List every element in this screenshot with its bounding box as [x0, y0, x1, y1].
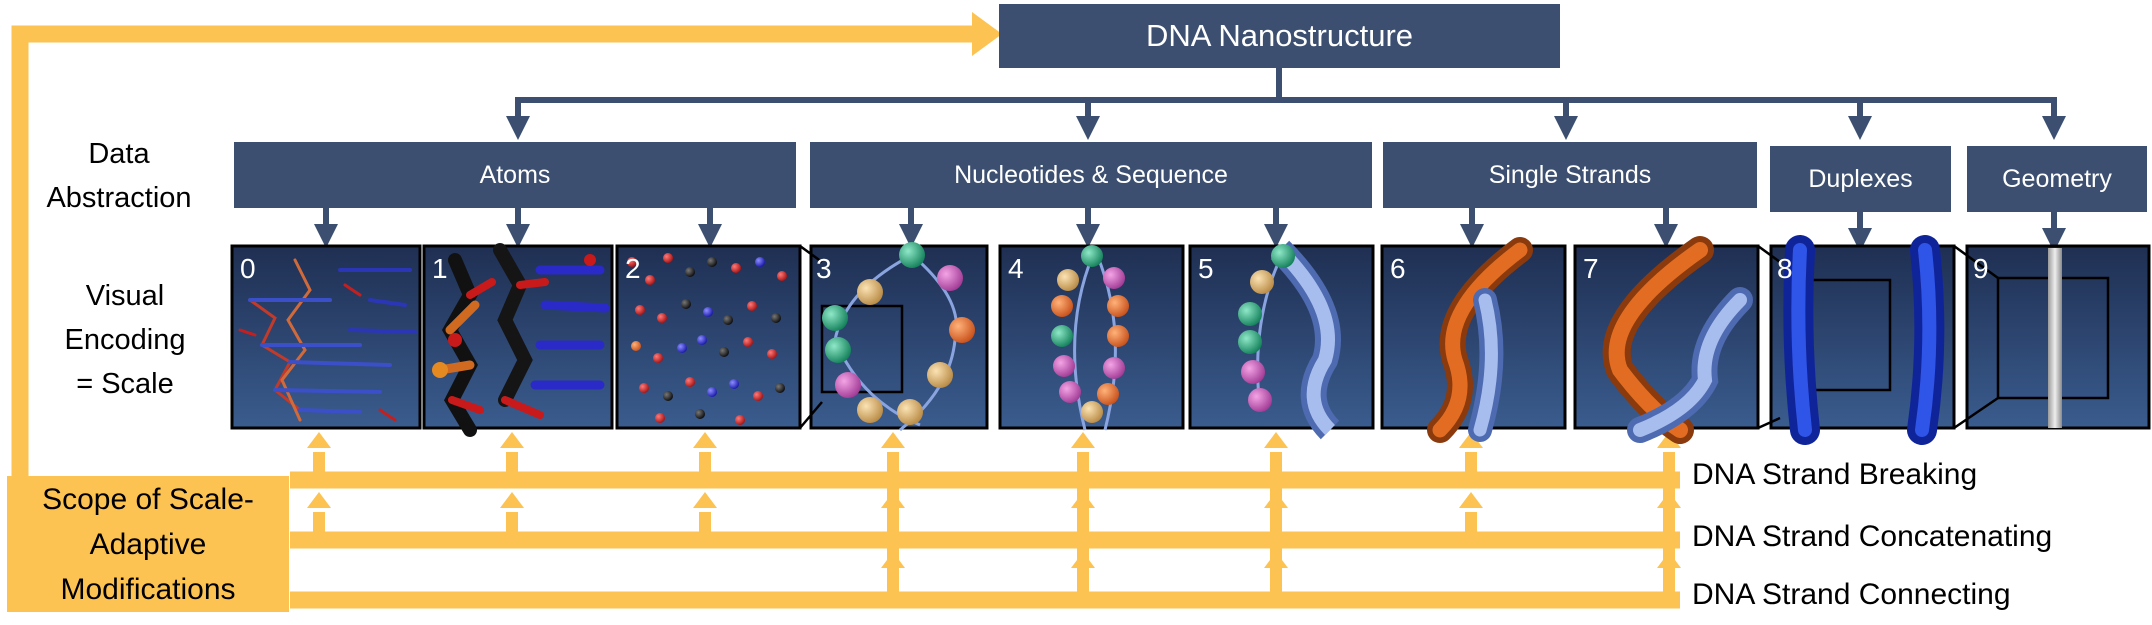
- panel-number-4: 4: [1008, 253, 1024, 284]
- scope-arrows: [11, 25, 1680, 609]
- scope-up-arrows: [313, 452, 1675, 596]
- op-label-connecting: DNA Strand Connecting: [1692, 578, 2011, 611]
- panel-1-sticks: [432, 243, 610, 437]
- panel-0-wireframe: [238, 258, 417, 422]
- panel-5: [1188, 244, 1375, 430]
- abstraction-nucleotides: Nucleotides & Sequence: [810, 142, 1372, 208]
- panel-number-7: 7: [1583, 253, 1599, 284]
- panel-6: [1380, 244, 1567, 430]
- panel-4: [998, 244, 1185, 430]
- panel-5-mixed: [1238, 240, 1341, 440]
- op-label-concatenating: DNA Strand Concatenating: [1692, 520, 2053, 553]
- abstraction-atoms: Atoms: [234, 142, 796, 208]
- panel-number-1: 1: [432, 253, 448, 284]
- panel-8-duplexes: [1783, 235, 1945, 445]
- scope-up-arrowheads: [307, 432, 1681, 568]
- scope-return-arrowhead: [972, 12, 1002, 56]
- panel-number-8: 8: [1777, 253, 1793, 284]
- panel-number-9: 9: [1973, 253, 1989, 284]
- panel-number-2: 2: [625, 253, 641, 284]
- panel-0: [230, 244, 422, 430]
- abstraction-geometry: Geometry: [1967, 146, 2147, 212]
- panel-numbers: 0 1 2 3 4 5 6 7 8 9: [240, 253, 1989, 284]
- abstraction-single-strands: Single Strands: [1383, 142, 1757, 208]
- row-label-abstraction: Data Abstraction: [46, 138, 192, 214]
- panel-7-strands: [1602, 236, 1753, 444]
- panel-number-6: 6: [1390, 253, 1406, 284]
- panel-number-5: 5: [1198, 253, 1214, 284]
- panel-9-geometry: [2048, 248, 2062, 428]
- zoom-lines-2-3: [799, 244, 904, 429]
- scope-box: Scope of Scale- Adaptive Modifications: [7, 476, 289, 612]
- panel-4-beads: [1051, 245, 1129, 431]
- abstraction-duplexes: Duplexes: [1770, 146, 1951, 212]
- scope-return-loop: [11, 25, 975, 608]
- root-node: DNA Nanostructure: [999, 4, 1560, 68]
- panel-3-beads: [822, 242, 975, 432]
- panel-number-3: 3: [816, 253, 832, 284]
- panel-2-atom-dots: [627, 253, 787, 425]
- row-label-encoding: Visual Encoding = Scale: [64, 280, 186, 400]
- panel-2: [615, 244, 802, 430]
- panel-6-strands: [1427, 237, 1533, 443]
- panel-number-0: 0: [240, 253, 256, 284]
- tree-arrows: [314, 68, 2066, 252]
- op-label-breaking: DNA Strand Breaking: [1692, 458, 1978, 491]
